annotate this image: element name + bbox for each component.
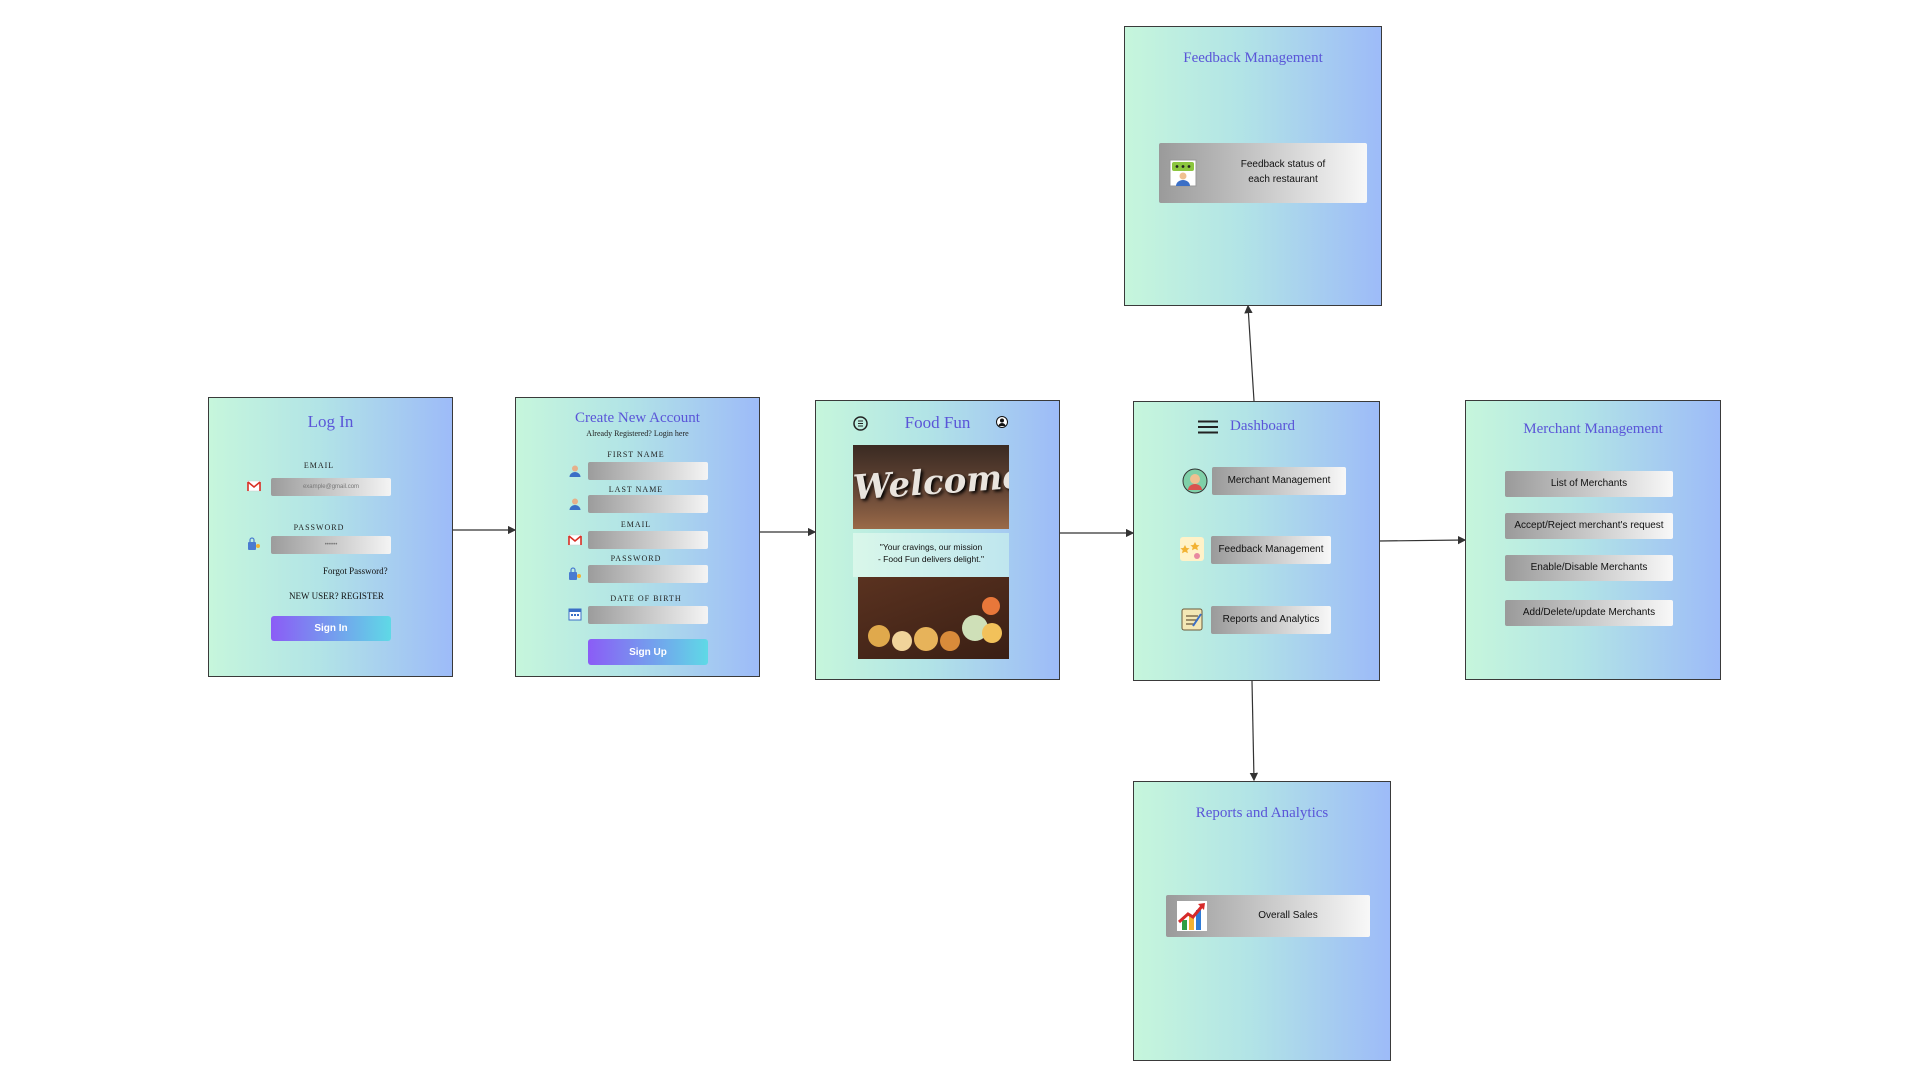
gmail-icon xyxy=(568,534,582,546)
reports-panel: Reports and Analytics Overall Sales xyxy=(1133,781,1391,1061)
welcome-image: Welcome xyxy=(853,445,1009,529)
gmail-icon xyxy=(247,480,261,492)
dashboard-reports-analytics[interactable]: Reports and Analytics xyxy=(1211,606,1331,634)
page-title: Feedback Management xyxy=(1183,50,1323,66)
password-input[interactable]: •••••• xyxy=(271,536,391,554)
feedback-panel: Feedback Management Feedback status of e… xyxy=(1124,26,1382,306)
login-link[interactable]: Already Registered? Login here xyxy=(586,429,689,438)
first-name-label: FIRST NAME xyxy=(607,450,665,459)
hamburger-menu-icon[interactable] xyxy=(1198,420,1218,434)
home-panel: Food Fun Welcome "Your cravings, our mis… xyxy=(815,400,1060,680)
calendar-icon xyxy=(568,608,582,621)
page-title: Reports and Analytics xyxy=(1195,805,1329,821)
enable-disable-merchants[interactable]: Enable/Disable Merchants xyxy=(1505,555,1673,581)
lock-key-icon xyxy=(248,537,260,550)
password-label: PASSWORD xyxy=(610,554,662,563)
feedback-item-line-2: each restaurant xyxy=(1248,174,1318,185)
merchant-panel: Merchant Management List of Merchants Ac… xyxy=(1465,400,1721,680)
dashboard-panel: Dashboard Merchant Management Feedback M… xyxy=(1133,401,1380,681)
page-title: Merchant Management xyxy=(1523,421,1663,437)
sales-chart-icon xyxy=(1177,901,1207,931)
page-title: Create New Account xyxy=(575,410,700,426)
feedback-person-icon xyxy=(1169,159,1197,187)
create-account-panel: Create New Account Already Registered? L… xyxy=(515,397,760,677)
last-name-label: LAST NAME xyxy=(608,485,664,494)
arrow-dashboard-to-reports xyxy=(1249,680,1259,782)
email-input[interactable]: example@gmail.com xyxy=(271,478,391,496)
register-link[interactable]: NEW USER? REGISTER xyxy=(289,591,384,601)
password-input[interactable] xyxy=(588,565,708,583)
dob-input[interactable] xyxy=(588,606,708,624)
sign-up-button[interactable]: Sign Up xyxy=(588,639,708,665)
email-input[interactable] xyxy=(588,531,708,549)
quote-line-2: - Food Fun delivers delight." xyxy=(877,554,984,564)
person-icon xyxy=(569,465,581,477)
merchant-avatar-icon xyxy=(1182,468,1208,494)
page-title: Log In xyxy=(307,412,354,431)
app-title: Food Fun xyxy=(904,413,971,432)
list-of-merchants[interactable]: List of Merchants xyxy=(1505,471,1673,497)
arrow-dashboard-to-feedback xyxy=(1244,304,1255,402)
quote-box: "Your cravings, our mission - Food Fun d… xyxy=(853,533,1009,577)
page-title: Dashboard xyxy=(1230,418,1295,434)
welcome-sign-text: Welcome xyxy=(853,456,1009,509)
email-label: EMAIL xyxy=(620,520,652,529)
reports-clipboard-icon xyxy=(1181,608,1203,631)
overall-sales-label: Overall Sales xyxy=(1258,910,1318,921)
last-name-input[interactable] xyxy=(588,495,708,513)
dob-label: DATE OF BIRTH xyxy=(610,594,682,603)
feedback-stars-icon xyxy=(1180,537,1204,561)
forgot-password-link[interactable]: Forgot Password? xyxy=(323,566,388,576)
dashboard-feedback-management[interactable]: Feedback Management xyxy=(1211,536,1331,564)
lock-key-icon xyxy=(569,567,581,580)
add-delete-update-merchants[interactable]: Add/Delete/update Merchants xyxy=(1505,600,1673,626)
feedback-item-line-1: Feedback status of xyxy=(1240,159,1326,170)
sign-in-button[interactable]: Sign In xyxy=(271,616,391,641)
food-image xyxy=(858,577,1009,659)
person-icon xyxy=(569,498,581,510)
profile-icon[interactable] xyxy=(996,416,1008,428)
password-label: PASSWORD xyxy=(293,523,345,532)
dashboard-merchant-management[interactable]: Merchant Management xyxy=(1212,467,1346,495)
first-name-input[interactable] xyxy=(588,462,708,480)
feedback-status-item[interactable]: Feedback status of each restaurant xyxy=(1159,143,1367,203)
login-panel: Log In EMAIL example@gmail.com PASSWORD … xyxy=(208,397,453,677)
email-label: EMAIL xyxy=(303,461,335,470)
accept-reject-merchant[interactable]: Accept/Reject merchant's request xyxy=(1505,513,1673,539)
menu-circle-icon[interactable] xyxy=(853,416,868,431)
arrow-dashboard-to-merchant xyxy=(1378,535,1467,545)
overall-sales-item[interactable]: Overall Sales xyxy=(1166,895,1370,937)
quote-line-1: "Your cravings, our mission xyxy=(879,542,983,552)
